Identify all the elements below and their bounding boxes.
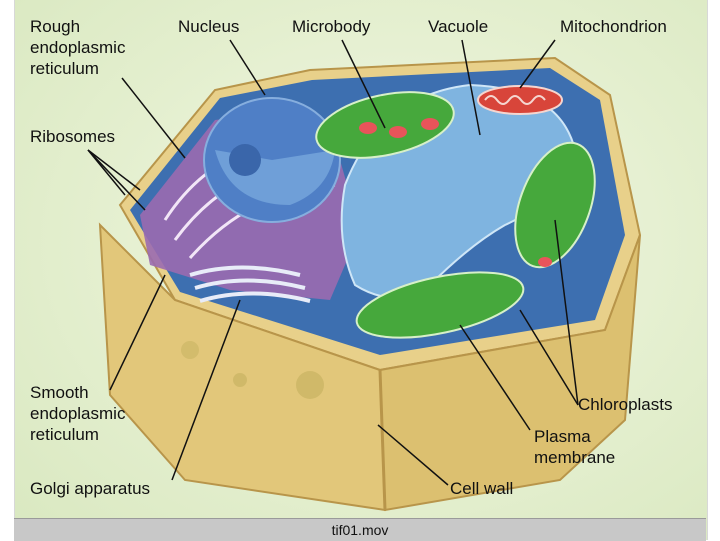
wall-spot — [296, 371, 324, 399]
microbody — [359, 122, 377, 134]
video-status-bar: tif01.mov — [14, 518, 706, 541]
chloroplast — [514, 141, 596, 269]
nucleolus — [229, 144, 261, 176]
cell-wall-front-edge — [378, 369, 387, 511]
label-golgi: Golgi apparatus — [30, 479, 151, 498]
leader-lines — [87, 39, 579, 486]
microbody — [538, 257, 552, 267]
label-cell-wall: Cell wall — [450, 479, 514, 498]
microbody — [421, 118, 439, 130]
wall-spot — [181, 341, 199, 359]
status-filename: tif01.mov — [331, 522, 389, 538]
label-mitochondrion: Mitochondrion — [560, 17, 667, 36]
label-ribosomes: Ribosomes — [30, 127, 116, 146]
label-microbody: Microbody — [292, 17, 371, 36]
label-smooth-er: Smooth endoplasmic reticulum — [30, 383, 126, 444]
label-nucleus: Nucleus — [178, 17, 240, 36]
wall-spot — [233, 373, 247, 387]
mitochondrion-cristae — [484, 95, 546, 105]
chloroplast — [355, 271, 525, 339]
label-chloroplasts: Chloroplasts — [578, 395, 673, 414]
label-plasma-membrane: Plasma membrane — [534, 427, 616, 467]
label-rough-er: Rough endoplasmic reticulum — [30, 17, 126, 78]
microbody — [389, 126, 407, 138]
chloroplast — [315, 91, 455, 159]
label-vacuole: Vacuole — [428, 17, 489, 36]
golgi-apparatus — [189, 265, 311, 303]
